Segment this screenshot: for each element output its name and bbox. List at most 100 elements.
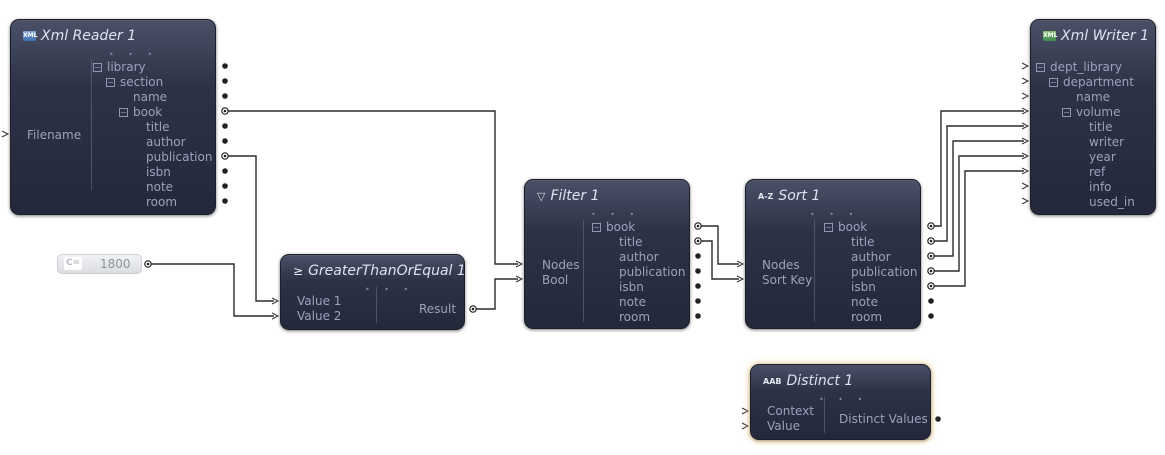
output-port[interactable]: [935, 416, 941, 422]
input-port[interactable]: [741, 407, 750, 415]
tree-item-room[interactable]: room: [851, 310, 882, 325]
output-port[interactable]: [928, 313, 934, 319]
input-port[interactable]: [1021, 122, 1030, 130]
collapse-toggle-icon[interactable]: −: [592, 223, 601, 232]
connection-wire[interactable]: [225, 155, 274, 302]
input-port[interactable]: [271, 312, 280, 320]
xml-reader-node[interactable]: XML Xml Reader 1 Filename • • • −library…: [10, 19, 216, 215]
output-port[interactable]: [695, 283, 701, 289]
tree-item-volume[interactable]: −volume: [1062, 105, 1120, 120]
tree-item-title[interactable]: title: [146, 120, 169, 135]
tree-item-note[interactable]: note: [851, 295, 878, 310]
connection-wire[interactable]: [225, 110, 518, 265]
tree-item-author[interactable]: author: [146, 135, 186, 150]
collapse-toggle-icon[interactable]: −: [106, 78, 115, 87]
tree-item-section[interactable]: −section: [106, 75, 163, 90]
tree-item-note[interactable]: note: [619, 295, 646, 310]
distinct-title[interactable]: AAB Distinct 1: [763, 373, 854, 389]
input-port[interactable]: [1021, 62, 1030, 70]
input-port[interactable]: [1021, 137, 1030, 145]
tree-item-book[interactable]: −book: [592, 220, 635, 235]
connection-wire[interactable]: [931, 155, 1024, 272]
output-port[interactable]: [222, 138, 228, 144]
input-port[interactable]: [1021, 107, 1030, 115]
collapse-toggle-icon[interactable]: −: [1062, 108, 1071, 117]
output-port[interactable]: [222, 63, 228, 69]
tree-item-publication[interactable]: publication: [619, 265, 685, 280]
connection-wire[interactable]: [150, 263, 274, 317]
output-port[interactable]: [222, 93, 228, 99]
output-port[interactable]: [695, 268, 701, 274]
collapse-toggle-icon[interactable]: −: [119, 108, 128, 117]
tree-item-room[interactable]: room: [146, 195, 177, 210]
tree-item-name[interactable]: name: [133, 90, 167, 105]
connection-wire[interactable]: [931, 170, 1024, 287]
xml-writer-node[interactable]: XML Xml Writer 1 −dept_library−departmen…: [1030, 19, 1156, 215]
input-port[interactable]: [1021, 92, 1030, 100]
tree-item-info[interactable]: info: [1089, 180, 1112, 195]
tree-item-writer[interactable]: writer: [1089, 135, 1124, 150]
tree-item-note[interactable]: note: [146, 180, 173, 195]
tree-item-room[interactable]: room: [619, 310, 650, 325]
input-port[interactable]: [515, 260, 524, 268]
tree-item-ref[interactable]: ref: [1089, 165, 1105, 180]
tree-item-title[interactable]: title: [851, 235, 874, 250]
tree-item-department[interactable]: −department: [1049, 75, 1134, 90]
output-port[interactable]: [222, 198, 228, 204]
connection-wire[interactable]: [472, 278, 518, 310]
sort-title[interactable]: A-Z Sort 1: [758, 188, 821, 204]
tree-item-library[interactable]: −library: [93, 60, 146, 75]
tree-item-isbn[interactable]: isbn: [619, 280, 644, 295]
collapse-toggle-icon[interactable]: −: [1036, 63, 1045, 72]
input-port[interactable]: [1, 130, 10, 138]
constant-value[interactable]: 1800: [100, 257, 131, 271]
input-port[interactable]: [736, 260, 745, 268]
collapse-toggle-icon[interactable]: −: [824, 223, 833, 232]
output-port[interactable]: [222, 183, 228, 189]
xml-reader-title[interactable]: XML Xml Reader 1: [23, 28, 137, 44]
output-port[interactable]: [222, 168, 228, 174]
input-port[interactable]: [736, 275, 745, 283]
tree-item-isbn[interactable]: isbn: [146, 165, 171, 180]
collapse-toggle-icon[interactable]: −: [1049, 78, 1058, 87]
output-port[interactable]: [222, 123, 228, 129]
input-port[interactable]: [515, 275, 524, 283]
connection-wire[interactable]: [698, 225, 739, 265]
connection-wire[interactable]: [931, 110, 1024, 227]
tree-item-name[interactable]: name: [1076, 90, 1110, 105]
tree-item-publication[interactable]: publication: [146, 150, 212, 165]
tree-item-book[interactable]: −book: [119, 105, 162, 120]
collapse-toggle-icon[interactable]: −: [93, 63, 102, 72]
tree-item-title[interactable]: title: [1089, 120, 1112, 135]
output-port[interactable]: [695, 253, 701, 259]
output-port[interactable]: [695, 313, 701, 319]
input-port[interactable]: [741, 422, 750, 430]
filter-title[interactable]: ▽ Filter 1: [537, 188, 600, 204]
output-port[interactable]: [928, 298, 934, 304]
distinct-node[interactable]: AAB Distinct 1 Context Value • • • Disti…: [750, 364, 931, 440]
tree-item-title[interactable]: title: [619, 235, 642, 250]
tree-item-year[interactable]: year: [1089, 150, 1116, 165]
tree-item-author[interactable]: author: [619, 250, 659, 265]
tree-item-author[interactable]: author: [851, 250, 891, 265]
xml-writer-title[interactable]: XML Xml Writer 1: [1043, 28, 1150, 44]
tree-item-used-in[interactable]: used_in: [1089, 195, 1135, 210]
greater-than-or-equal-node[interactable]: ≥ GreaterThanOrEqual 1 Value 1 Value 2 •…: [280, 254, 466, 330]
input-port[interactable]: [1021, 152, 1030, 160]
connection-wire[interactable]: [931, 140, 1024, 257]
input-port[interactable]: [271, 297, 280, 305]
tree-item-isbn[interactable]: isbn: [851, 280, 876, 295]
input-port[interactable]: [1021, 77, 1030, 85]
tree-item-publication[interactable]: publication: [851, 265, 917, 280]
tree-item-dept-library[interactable]: −dept_library: [1036, 60, 1122, 75]
connection-wire[interactable]: [931, 125, 1024, 242]
constant-node[interactable]: C= 1800: [57, 254, 142, 274]
output-port[interactable]: [222, 78, 228, 84]
gte-title[interactable]: ≥ GreaterThanOrEqual 1: [293, 263, 466, 279]
input-port[interactable]: [1021, 197, 1030, 205]
tree-item-book[interactable]: −book: [824, 220, 867, 235]
connection-wire[interactable]: [698, 240, 739, 280]
input-port[interactable]: [1021, 182, 1030, 190]
